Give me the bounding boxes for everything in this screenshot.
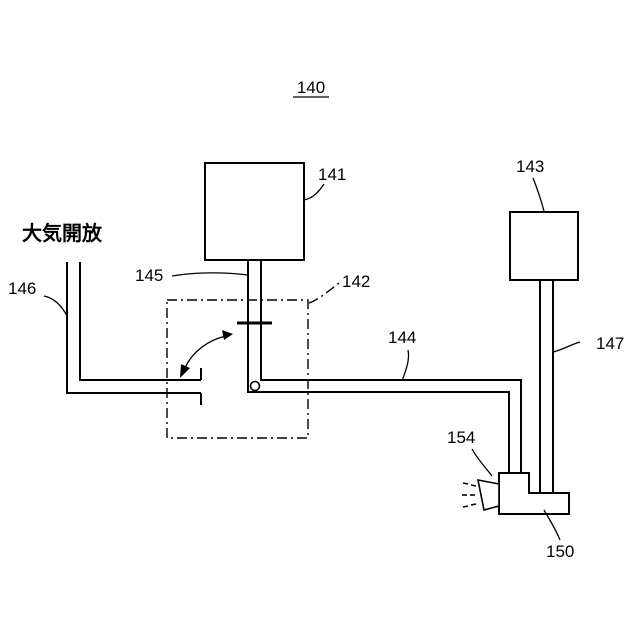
label-open-air: 大気開放 <box>22 221 103 245</box>
pipe-147 <box>540 280 553 493</box>
tank-143 <box>510 212 578 280</box>
leader-144 <box>402 350 409 381</box>
label-145: 145 <box>135 266 163 285</box>
pipe-146 <box>67 262 201 405</box>
nozzle-150 <box>499 473 569 514</box>
leader-142 <box>309 283 339 303</box>
leader-147 <box>553 342 580 352</box>
label-143: 143 <box>516 157 544 176</box>
pipe-145 <box>248 260 261 378</box>
label-144: 144 <box>388 328 416 347</box>
label-147: 147 <box>596 334 624 353</box>
pipe-144 <box>248 378 521 473</box>
label-150: 150 <box>546 542 574 561</box>
switch-arrow-icon <box>180 330 233 378</box>
leader-146 <box>44 296 67 316</box>
junction-circle <box>251 382 260 391</box>
spray-head-154 <box>478 480 499 510</box>
leader-145 <box>172 273 248 276</box>
figure-title: 140 <box>297 78 325 97</box>
leader-143 <box>533 178 544 211</box>
tank-141 <box>205 163 304 260</box>
label-146: 146 <box>8 279 36 298</box>
spray-icon <box>462 483 476 507</box>
label-142: 142 <box>342 272 370 291</box>
leader-141 <box>304 184 324 200</box>
label-141: 141 <box>318 165 346 184</box>
label-154: 154 <box>447 428 475 447</box>
leader-154 <box>472 449 492 476</box>
